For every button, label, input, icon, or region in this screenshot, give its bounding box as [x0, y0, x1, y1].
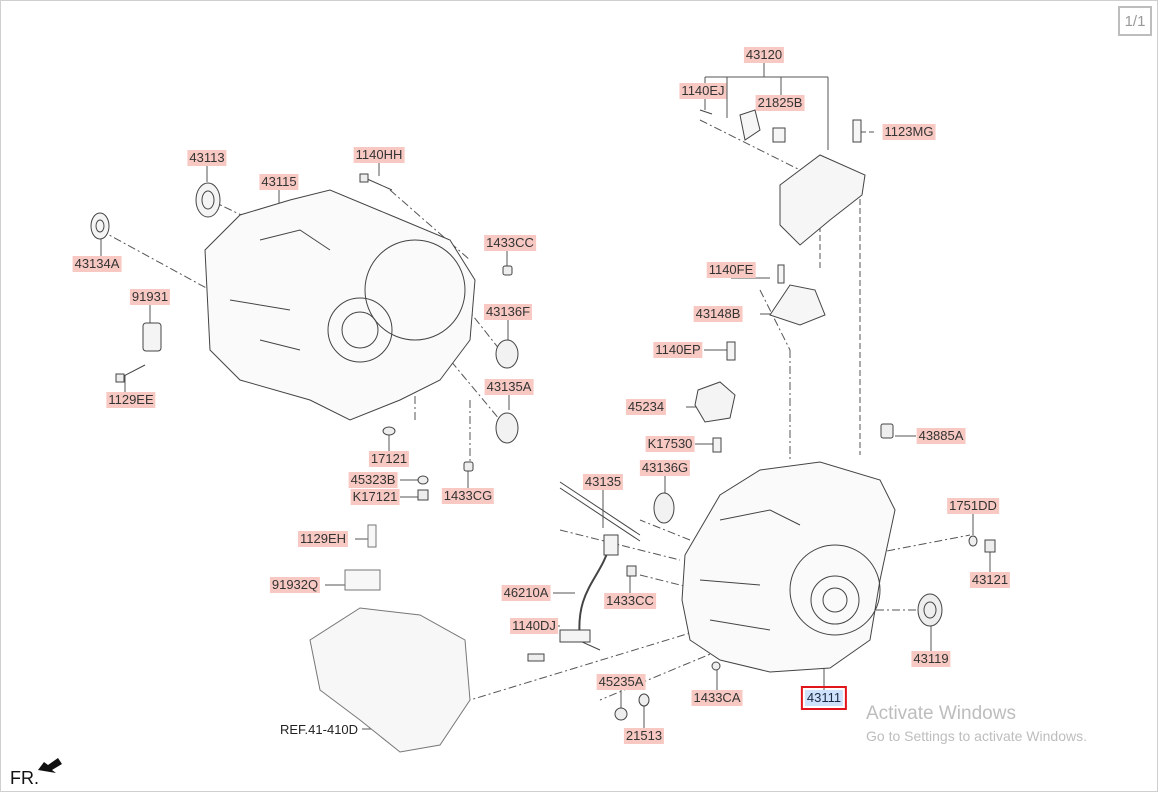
part-label-1140EP[interactable]: 1140EP [653, 342, 703, 358]
bracket-43120 [699, 109, 866, 246]
small-parts-right [527, 423, 996, 721]
part-label-45234[interactable]: 45234 [625, 399, 667, 415]
rod-43135 [559, 481, 641, 542]
part-label-45235A[interactable]: 45235A [596, 674, 646, 690]
activation-watermark-subtitle: Go to Settings to activate Windows. [866, 728, 1087, 744]
part-label-1433CC[interactable]: 1433CC [484, 235, 536, 251]
part-label-21825B[interactable]: 21825B [755, 95, 805, 111]
seal-43134A [90, 212, 110, 240]
part-label-43111-selected[interactable]: 43111 [800, 686, 848, 710]
front-arrow-icon [38, 758, 62, 773]
transmission-case-43115 [204, 189, 476, 421]
small-parts-left [382, 426, 474, 501]
part-label-45323B[interactable]: 45323B [348, 472, 398, 488]
part-label-43885A[interactable]: 43885A [916, 428, 966, 444]
part-label-17121[interactable]: 17121 [368, 451, 410, 467]
part-label-91931[interactable]: 91931 [129, 289, 171, 305]
part-label-1751DD[interactable]: 1751DD [947, 498, 999, 514]
part-label-43120[interactable]: 43120 [743, 47, 785, 63]
activation-watermark-title: Activate Windows [866, 703, 1016, 724]
part-label-43134A[interactable]: 43134A [72, 256, 122, 272]
part-label-43115[interactable]: 43115 [259, 174, 299, 190]
part-label-1433CA[interactable]: 1433CA [691, 690, 743, 706]
part-label-K17121[interactable]: K17121 [350, 489, 400, 505]
part-label-43113[interactable]: 43113 [187, 150, 227, 166]
part-label-43136F[interactable]: 43136F [483, 304, 533, 320]
plate-43136G [653, 492, 675, 524]
part-label-21513[interactable]: 21513 [623, 728, 665, 744]
transmission-case-43111 [681, 461, 896, 673]
part-label-1433CC[interactable]: 1433CC [604, 593, 656, 609]
part-label-43121[interactable]: 43121 [969, 572, 1011, 588]
plate-43135A [495, 412, 519, 444]
part-label-91932Q[interactable]: 91932Q [269, 577, 321, 593]
reference-label[interactable]: REF.41-410D [280, 722, 359, 737]
bracket-91931 [142, 322, 162, 352]
front-direction-label: FR. [10, 768, 39, 788]
seal-43113 [195, 182, 221, 218]
clutch-actuator-ref [309, 524, 471, 753]
part-label-43136G[interactable]: 43136G [639, 460, 691, 476]
part-label-43135[interactable]: 43135 [582, 474, 624, 490]
part-label-1140EJ[interactable]: 1140EJ [679, 83, 727, 99]
part-label-1129EE[interactable]: 1129EE [106, 392, 156, 408]
part-label-1140FE[interactable]: 1140FE [706, 262, 756, 278]
part-label-43119[interactable]: 43119 [911, 651, 951, 667]
part-label-1433CG[interactable]: 1433CG [441, 488, 495, 504]
bolt-1129EE [115, 364, 146, 383]
page-indicator: 1/1 [1118, 6, 1152, 36]
part-label-43148B[interactable]: 43148B [693, 306, 743, 322]
part-label-46210A[interactable]: 46210A [501, 585, 551, 601]
part-label-1140HH[interactable]: 1140HH [353, 147, 405, 163]
sensor-46210A [559, 534, 619, 651]
plug-1433CC [502, 265, 513, 276]
bolt-1140HH [359, 173, 393, 191]
part-label-1123MG[interactable]: 1123MG [882, 124, 936, 140]
plate-43136F [495, 339, 519, 369]
part-label-K17530[interactable]: K17530 [645, 436, 695, 452]
sensor-45234 [694, 341, 736, 453]
bracket-43148B [769, 264, 826, 326]
part-label-1129EH[interactable]: 1129EH [297, 531, 349, 547]
part-label-1140DJ[interactable]: 1140DJ [510, 618, 558, 634]
part-label-43135A[interactable]: 43135A [484, 379, 534, 395]
